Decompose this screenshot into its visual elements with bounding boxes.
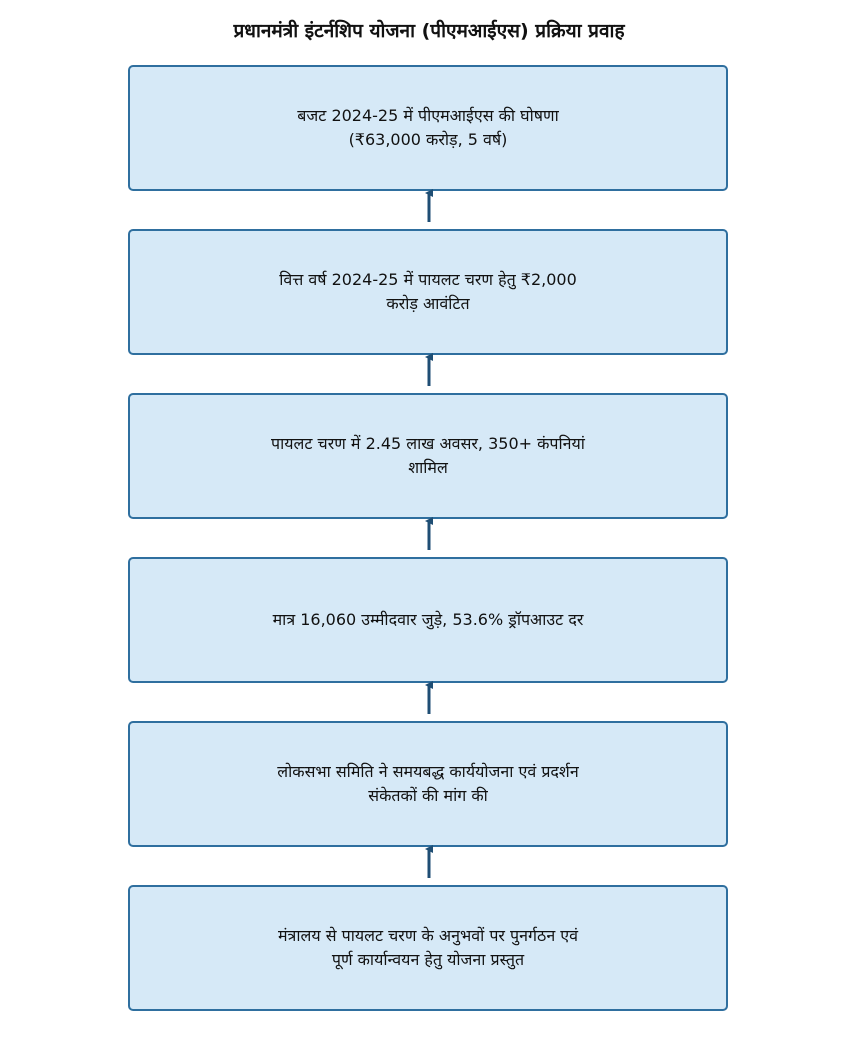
- flow-step-4: मात्र 16,060 उम्मीदवार जुड़े, 53.6% ड्रॉ…: [128, 557, 728, 683]
- flow-step-6: मंत्रालय से पायलट चरण के अनुभवों पर पुनर…: [128, 885, 728, 1011]
- flow-step-5-text: लोकसभा समिति ने समयबद्ध कार्ययोजना एवं प…: [277, 762, 579, 805]
- flow-step-3-text: पायलट चरण में 2.45 लाख अवसर, 350+ कंपनिय…: [271, 434, 585, 477]
- diagram-title: प्रधानमंत्री इंटर्नशिप योजना (पीएमआईएस) …: [233, 20, 625, 42]
- flow-step-2-text: वित्त वर्ष 2024-25 में पायलट चरण हेतु ₹2…: [279, 270, 577, 313]
- flow-step-5: लोकसभा समिति ने समयबद्ध कार्ययोजना एवं प…: [128, 721, 728, 847]
- flow-step-6-text: मंत्रालय से पायलट चरण के अनुभवों पर पुनर…: [277, 926, 579, 969]
- flow-step-2: वित्त वर्ष 2024-25 में पायलट चरण हेतु ₹2…: [128, 229, 728, 355]
- flow-step-3: पायलट चरण में 2.45 लाख अवसर, 350+ कंपनिय…: [128, 393, 728, 519]
- flow-step-1-text: बजट 2024-25 में पीएमआईएस की घोषणा (₹63,0…: [297, 106, 559, 149]
- flow-step-4-text: मात्र 16,060 उम्मीदवार जुड़े, 53.6% ड्रॉ…: [272, 610, 584, 629]
